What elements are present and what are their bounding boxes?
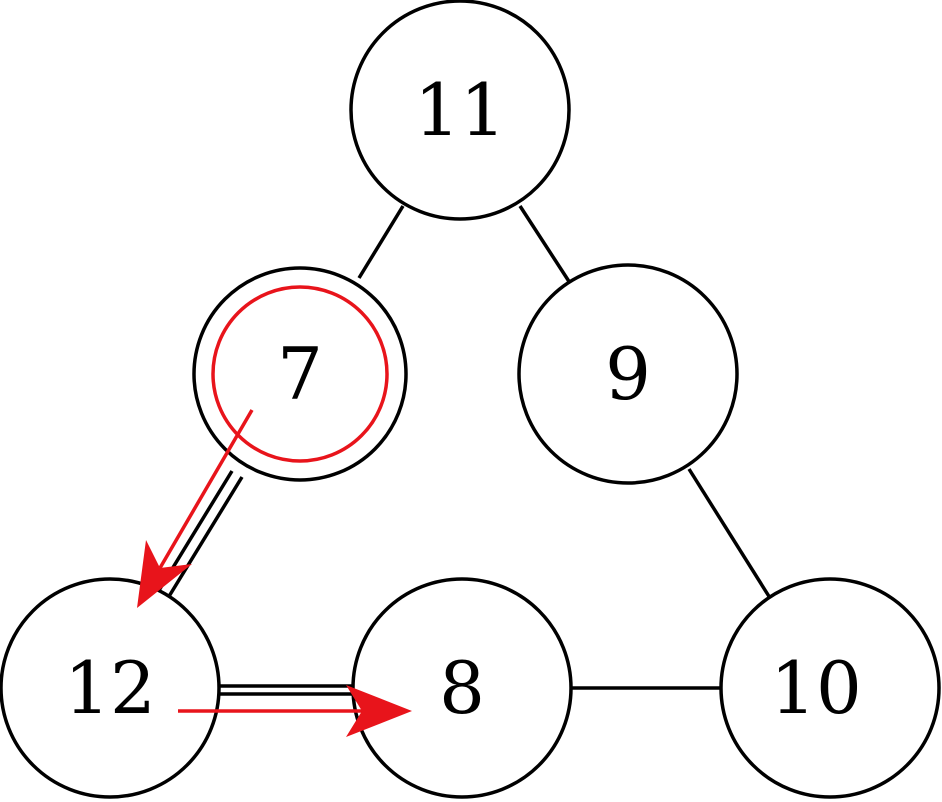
node-8: 8 xyxy=(351,577,573,799)
node-10-label: 10 xyxy=(770,646,862,730)
node-9-label: 9 xyxy=(605,332,651,416)
arrow-7-to-12-shaft xyxy=(158,409,254,569)
edges xyxy=(156,205,772,696)
arrow-12-to-8-head xyxy=(346,685,412,737)
node-11-label: 11 xyxy=(414,68,506,152)
arrow-7-to-12-head xyxy=(137,540,192,608)
edge-7-12-a xyxy=(166,476,244,599)
arrow-7-to-12 xyxy=(137,409,254,608)
edge-9-10 xyxy=(687,468,772,599)
node-12-circle xyxy=(0,577,221,799)
node-12: 12 xyxy=(0,577,221,799)
node-12-label: 12 xyxy=(64,646,156,730)
node-7-label: 7 xyxy=(277,332,323,416)
arrow-12-to-8 xyxy=(178,685,412,737)
node-10-circle xyxy=(719,577,941,799)
node-7: 7 xyxy=(192,266,408,482)
node-9-circle xyxy=(517,263,739,485)
node-10: 10 xyxy=(719,577,941,799)
node-11: 11 xyxy=(349,0,571,221)
edge-11-9 xyxy=(518,205,572,284)
node-11-circle xyxy=(349,0,571,221)
node-9: 9 xyxy=(517,263,739,485)
node-7-highlight-ring xyxy=(211,285,389,463)
node-8-label: 8 xyxy=(439,646,485,730)
edge-11-7 xyxy=(357,205,405,279)
node-7-circle xyxy=(192,266,408,482)
